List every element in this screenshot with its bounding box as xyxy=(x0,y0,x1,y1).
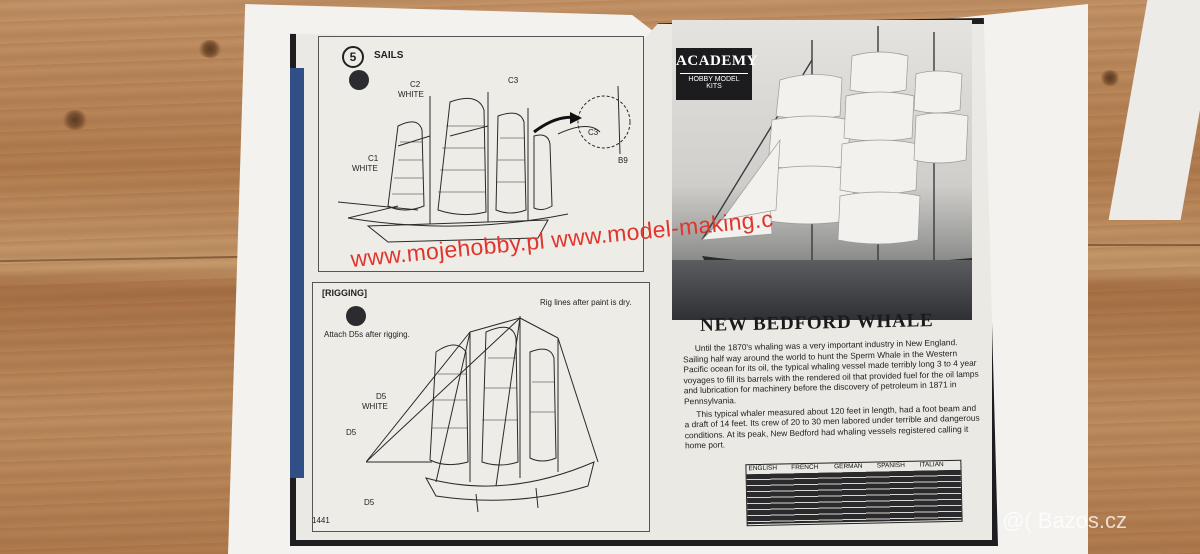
logo-subtext: HOBBY MODEL KITS xyxy=(680,73,748,90)
ship-sails-diagram xyxy=(338,86,631,243)
detail-label-c3: C3 xyxy=(588,128,599,137)
step-number: 5 xyxy=(342,46,364,68)
glue-icon xyxy=(349,70,369,90)
wood-knot xyxy=(198,40,222,58)
rigging-note: Rig lines after paint is dry. xyxy=(540,298,632,307)
part-label-c3: C3 xyxy=(508,76,519,85)
part-label-d5: D5 xyxy=(346,428,357,437)
wood-knot xyxy=(1100,70,1120,86)
plank-seam xyxy=(1080,244,1200,246)
rigging-attach-note: Attach D5s after rigging. xyxy=(324,330,410,339)
part-label-c1: C1 xyxy=(368,154,379,163)
blue-side-stripe xyxy=(290,68,304,478)
paint-color-table: ENGLISH FRENCH GERMAN SPANISH ITALIAN xyxy=(745,459,963,527)
color-table-header: ITALIAN xyxy=(919,461,944,469)
part-color-c1: WHITE xyxy=(352,164,378,173)
part-color-c2: WHITE xyxy=(398,90,424,99)
part-color-d5: WHITE xyxy=(362,402,388,411)
color-table-header: SPANISH xyxy=(876,461,905,470)
rigging-tool-icon xyxy=(346,306,366,326)
page-number: 1441 xyxy=(312,516,330,525)
part-label-b9: B9 xyxy=(618,156,628,165)
sails-step-panel xyxy=(318,36,644,272)
color-table-rows xyxy=(746,469,962,525)
model-description: Until the 1870's whaling was a very impo… xyxy=(683,337,982,462)
rigging-step-panel xyxy=(312,282,650,532)
part-label-c2: C2 xyxy=(410,80,421,89)
bazos-watermark: @( Bazos.cz xyxy=(1002,508,1128,533)
color-table-header: GERMAN xyxy=(833,462,863,471)
description-paragraph: This typical whaler measured about 120 f… xyxy=(684,402,980,451)
logo-text: ACADEMY xyxy=(676,53,758,69)
part-label-d5: D5 xyxy=(376,392,387,401)
part-label-d5: D5 xyxy=(364,498,375,507)
academy-logo: ACADEMY HOBBY MODEL KITS xyxy=(676,48,758,100)
color-table-header: FRENCH xyxy=(791,463,819,472)
rigging-title: [RIGGING] xyxy=(322,288,367,298)
wood-knot xyxy=(62,110,88,130)
ship-rigging-diagram xyxy=(366,316,599,513)
step-title: SAILS xyxy=(374,50,404,61)
description-paragraph: Until the 1870's whaling was a very impo… xyxy=(682,337,979,407)
box-art-sea xyxy=(672,260,972,320)
color-table-header: ENGLISH xyxy=(748,464,778,473)
